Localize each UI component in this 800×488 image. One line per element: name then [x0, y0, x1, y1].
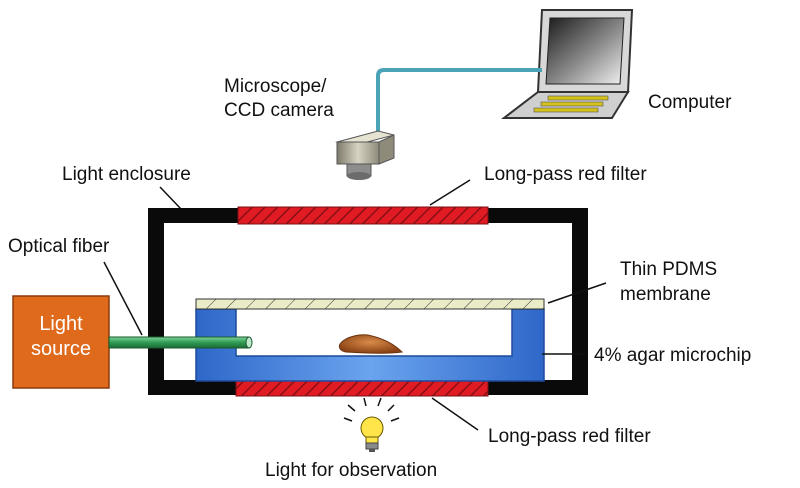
optical-fiber-label: Optical fiber — [8, 236, 110, 257]
computer-icon — [501, 9, 634, 119]
microscope-label-line2: CCD camera — [224, 100, 334, 121]
light-source-label-line2: source — [31, 338, 91, 360]
optical-fiber — [108, 336, 250, 349]
observation-light-label: Light for observation — [265, 460, 437, 481]
ccd-camera-icon — [335, 130, 395, 180]
data-cable — [376, 68, 542, 135]
microscope-label-line1: Microscope/ — [224, 76, 327, 97]
top-filter-pointer — [429, 179, 471, 206]
pdms-label-line1: Thin PDMS — [620, 259, 717, 280]
light-bulb-icon — [343, 397, 400, 452]
computer-label: Computer — [648, 92, 732, 113]
agar-label: 4% agar microchip — [594, 345, 751, 366]
worm-specimen — [338, 334, 404, 354]
bottom-filter-label: Long-pass red filter — [488, 426, 651, 447]
optical-fiber-pointer — [103, 261, 143, 336]
optical-fiber-tip — [245, 336, 253, 349]
top-red-filter — [237, 206, 489, 225]
pdms-label-line2: membrane — [620, 284, 711, 305]
bottom-filter-pointer — [431, 397, 479, 431]
light-source-label-line1: Light — [39, 313, 83, 335]
light-enclosure-pointer — [159, 186, 182, 210]
light-source-box — [12, 295, 110, 389]
pdms-membrane — [195, 298, 545, 310]
top-filter-label: Long-pass red filter — [484, 164, 647, 185]
pdms-pointer — [547, 282, 607, 304]
light-enclosure-label: Light enclosure — [62, 164, 191, 185]
